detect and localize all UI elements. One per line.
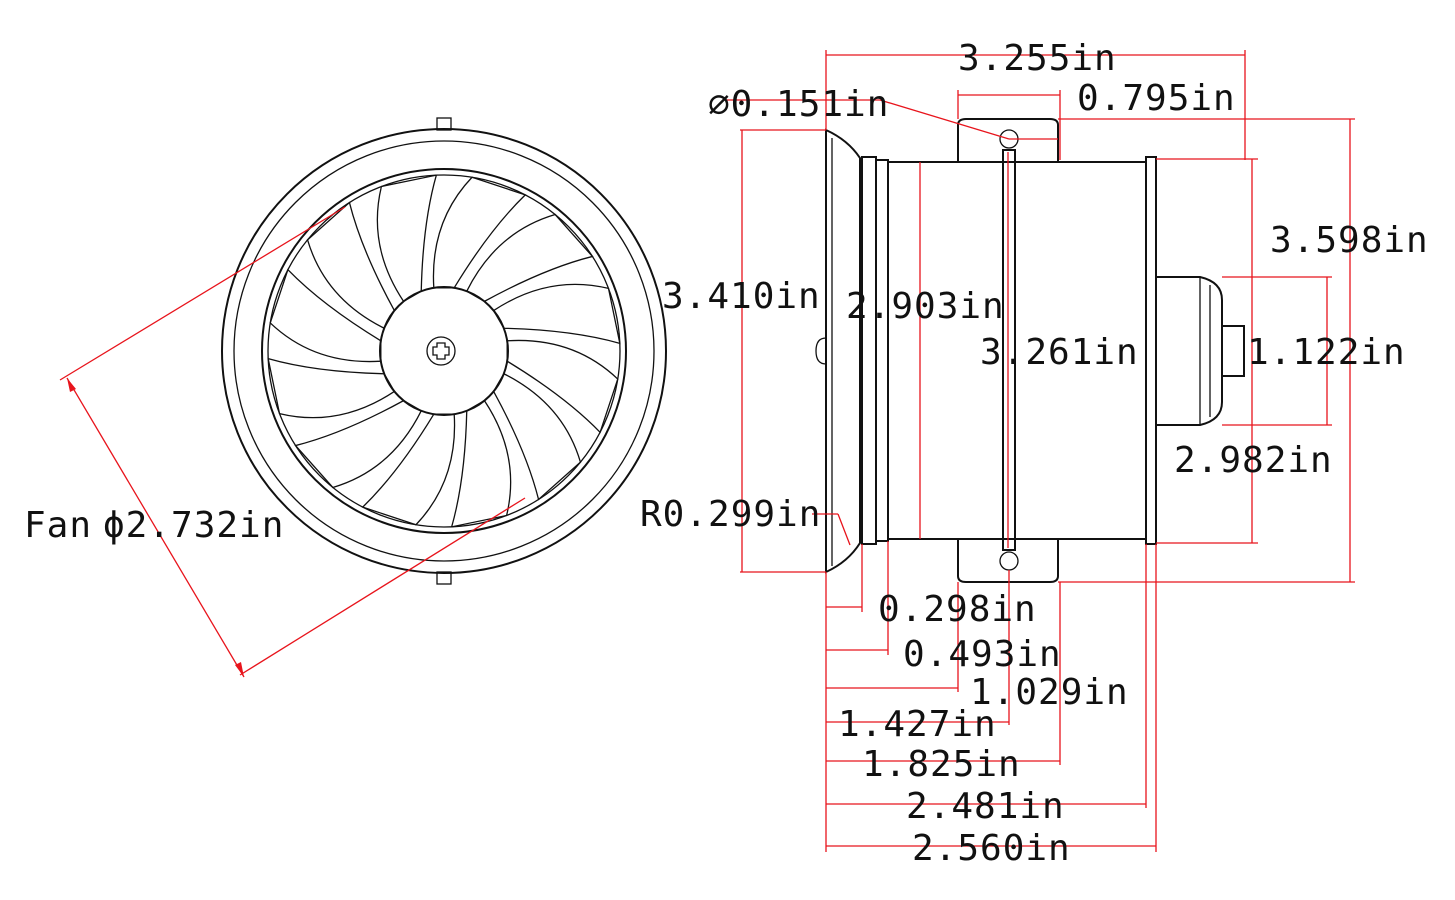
dim-overall-length: 3.255in bbox=[958, 38, 1117, 79]
stator-band bbox=[1002, 149, 1016, 551]
fan-blade bbox=[361, 413, 456, 526]
dim-exit-height: 2.982in bbox=[1174, 440, 1333, 481]
fan-duct-inner-ring bbox=[267, 174, 621, 528]
fan-diameter-label: Fan bbox=[24, 505, 92, 546]
dim-offset-2: 0.493in bbox=[903, 634, 1062, 675]
top-mount-tab bbox=[436, 117, 452, 131]
bottom-mount-tab bbox=[436, 571, 452, 585]
lip-bump bbox=[815, 337, 827, 365]
dim-motor-height: 1.122in bbox=[1247, 332, 1406, 373]
exit-ring bbox=[1145, 156, 1157, 545]
outer-shroud-ring bbox=[221, 128, 667, 574]
fan-blade bbox=[269, 268, 382, 363]
fan-blade bbox=[465, 213, 594, 303]
flange-ring-1 bbox=[861, 156, 877, 545]
dim-mount-width: 0.795in bbox=[1077, 78, 1236, 119]
dim-lip-radius: R0.299in bbox=[640, 494, 821, 535]
motor-shaft-cap bbox=[1221, 325, 1245, 377]
fan-blade bbox=[376, 174, 438, 303]
fan-blade bbox=[306, 201, 396, 330]
fan-blade bbox=[267, 357, 396, 419]
bottom-mount-bracket bbox=[957, 539, 1059, 583]
fan-blade bbox=[432, 176, 527, 289]
fan-hub bbox=[379, 286, 509, 416]
dim-body-height: 2.903in bbox=[846, 286, 1005, 327]
phillips-screw-icon bbox=[426, 336, 456, 366]
phillips-cross bbox=[432, 342, 450, 360]
dim-offset-3: 1.029in bbox=[970, 672, 1129, 713]
fan-blade bbox=[506, 339, 619, 434]
dim-offset-1: 0.298in bbox=[878, 589, 1037, 630]
dim-offset-4: 1.427in bbox=[838, 704, 997, 745]
fan-diameter-value: ϕ2.732in bbox=[103, 505, 284, 546]
dim-offset-7: 2.560in bbox=[912, 828, 1071, 869]
side-dimension-texts: 3.255in 0.795in ⌀0.151in 3.410in 2.903in… bbox=[640, 38, 1429, 869]
fan-duct-ring bbox=[261, 168, 627, 534]
fan-blade bbox=[294, 399, 423, 489]
dim-offset-5: 1.825in bbox=[862, 744, 1021, 785]
front-view bbox=[221, 117, 667, 585]
top-mount-bracket bbox=[957, 118, 1059, 162]
motor-can bbox=[1155, 276, 1223, 426]
flange-ring-2 bbox=[875, 159, 889, 542]
dim-ring-height: 3.261in bbox=[980, 332, 1139, 373]
fan-diameter-dimension: Fan ϕ2.732in bbox=[24, 206, 526, 678]
fan-blades bbox=[267, 174, 621, 528]
side-view bbox=[815, 118, 1245, 583]
inner-shroud-ring bbox=[233, 140, 655, 562]
intake-lip bbox=[825, 128, 861, 574]
dim-intake-height: 3.410in bbox=[662, 276, 821, 317]
fan-blade bbox=[492, 283, 621, 345]
dim-offset-6: 2.481in bbox=[906, 786, 1065, 827]
fan-blade bbox=[492, 372, 582, 501]
dim-overall-height: 3.598in bbox=[1270, 220, 1429, 261]
dim-hole-diameter: ⌀0.151in bbox=[708, 84, 889, 125]
bottom-mount-hole bbox=[999, 551, 1019, 571]
side-dimension-lines bbox=[727, 50, 1355, 852]
fan-blade bbox=[450, 399, 512, 528]
